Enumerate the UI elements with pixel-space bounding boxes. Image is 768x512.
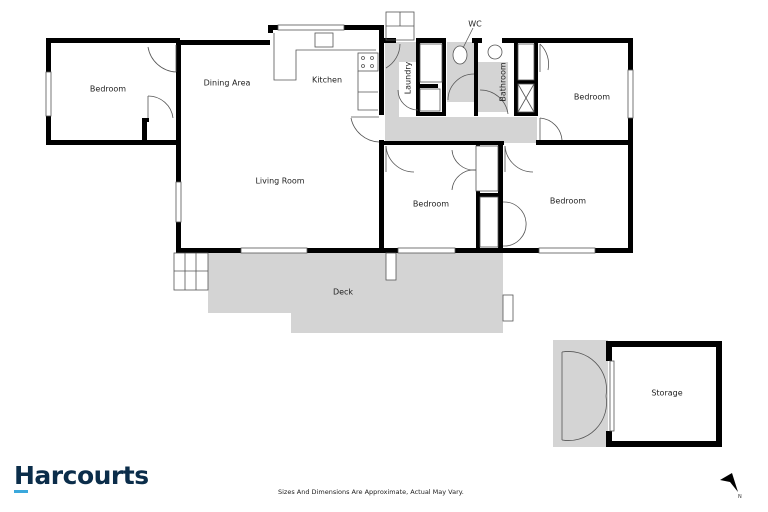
walls (46, 25, 722, 447)
fixtures (45, 11, 634, 441)
label-living-room: Living Room (255, 176, 305, 186)
label-bedroom-1: Bedroom (89, 84, 127, 94)
label-bathroom: Bathroom (498, 62, 508, 102)
brand-name: Harcourts (14, 461, 149, 490)
label-storage: Storage (651, 388, 683, 398)
label-kitchen: Kitchen (311, 75, 343, 85)
shaded-areas (208, 42, 608, 447)
harcourts-logo: Harcourts (14, 463, 149, 493)
north-arrow-icon: N (720, 473, 742, 500)
disclaimer-text: Sizes And Dimensions Are Approximate, Ac… (278, 488, 464, 496)
label-dining-area: Dining Area (203, 78, 251, 88)
label-bedroom-2: Bedroom (573, 92, 611, 102)
label-laundry: Laundry (403, 61, 413, 95)
label-wc: WC (468, 19, 482, 29)
label-bedroom-3: Bedroom (412, 199, 450, 209)
brand-accent-bar (14, 490, 28, 493)
svg-text:N: N (738, 494, 742, 500)
label-bedroom-4: Bedroom (549, 196, 587, 206)
label-deck: Deck (332, 287, 354, 297)
